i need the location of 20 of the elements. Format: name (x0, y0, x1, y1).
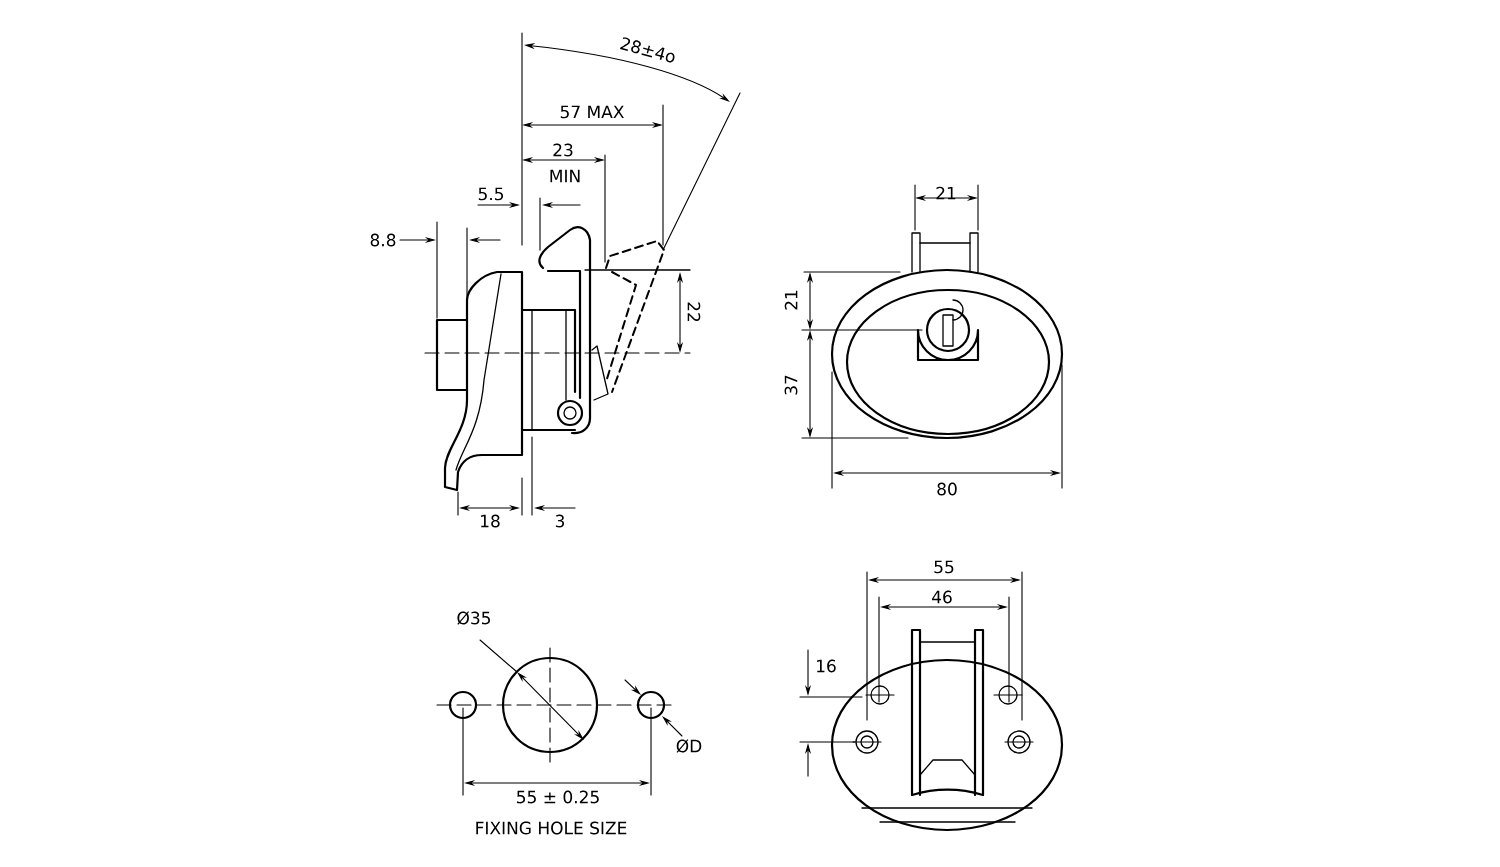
dimension-label: 22 (687, 302, 701, 322)
dimension-label: 18 (481, 514, 500, 528)
dimension-label: 55 (934, 560, 954, 574)
dimension-label: 28±4o (620, 37, 675, 63)
dimension-label: 46 (932, 590, 952, 604)
dimension-label: 37 (784, 375, 798, 395)
dimension-label: Ø35 (457, 611, 490, 625)
dimension-label: 57 MAX (560, 105, 624, 119)
dimension-label: 21 (936, 186, 956, 200)
dimension-label: 8.8 (370, 233, 396, 247)
dimension-label: 80 (937, 482, 957, 496)
dimension-label: 55 ± 0.25 (517, 790, 599, 804)
dimension-label: 5.5 (478, 187, 504, 201)
dimension-label: ØD (676, 739, 702, 753)
dimension-label: 21 (784, 290, 798, 310)
dimension-label: 16 (817, 659, 836, 673)
view-caption: FIXING HOLE SIZE (476, 821, 627, 835)
dimension-label: 3 (555, 514, 565, 528)
dimension-label: MIN (550, 169, 580, 183)
dimension-label: 23 (553, 143, 573, 157)
